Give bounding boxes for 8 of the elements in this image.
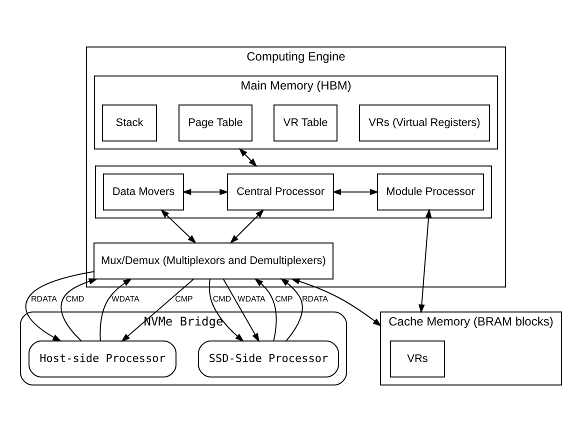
edge-label: WDATA (238, 294, 266, 304)
edge-label: RDATA (31, 294, 57, 304)
edge-label: CMD (212, 294, 232, 304)
edge-label: CMP (275, 294, 293, 304)
edge-label: CMD (66, 294, 84, 304)
edge-label: CMP (175, 294, 193, 304)
edge-label: WDATA (112, 294, 140, 304)
edge-label: RDATA (302, 294, 328, 304)
